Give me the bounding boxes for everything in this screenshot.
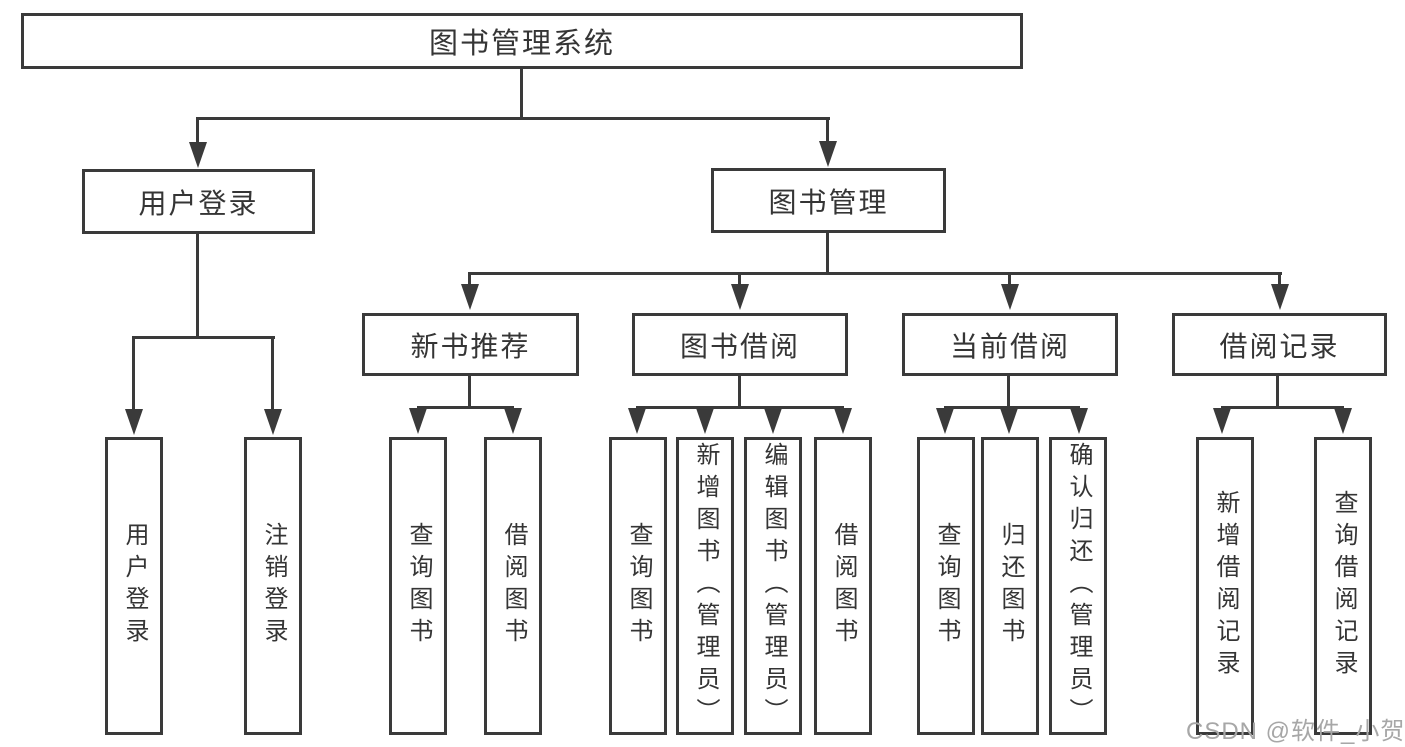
watermark: CSDN @软件_小贺同学 bbox=[1186, 718, 1405, 745]
connector-line bbox=[469, 272, 1282, 275]
connector-line bbox=[636, 406, 844, 409]
node-label: 查询借阅记录 bbox=[1330, 490, 1357, 682]
leaf-return-book: 归还图书 bbox=[981, 437, 1039, 735]
leaf-query-book-2: 查询图书 bbox=[609, 437, 667, 735]
leaf-logout: 注销登录 bbox=[244, 437, 302, 735]
node-label: 用户登录 bbox=[121, 522, 148, 650]
node-label: 图书借阅 bbox=[679, 330, 800, 362]
connector-line bbox=[132, 336, 135, 410]
node-label: 查询图书 bbox=[405, 522, 432, 650]
connector-line bbox=[738, 375, 741, 408]
connector-line bbox=[1278, 272, 1281, 286]
node-label: 借阅图书 bbox=[830, 522, 857, 650]
arrow-down-icon bbox=[409, 408, 427, 434]
node-label: 图书管理 bbox=[768, 186, 889, 218]
node-label: 新增借阅记录 bbox=[1212, 490, 1239, 682]
node-label: 借阅图书 bbox=[500, 522, 527, 650]
connector-line bbox=[196, 117, 199, 144]
connector-line bbox=[468, 375, 471, 408]
node-label: 新书推荐 bbox=[410, 330, 531, 362]
connector-line bbox=[944, 406, 1080, 409]
connector-line bbox=[417, 406, 514, 409]
arrow-down-icon bbox=[819, 141, 837, 167]
leaf-add-book-admin: 新增图书（管理员） bbox=[676, 437, 734, 735]
connector-line bbox=[1007, 375, 1010, 408]
node-borrow-records: 借阅记录 bbox=[1172, 313, 1387, 376]
connector-line bbox=[738, 272, 741, 286]
node-current-borrow: 当前借阅 bbox=[902, 313, 1118, 376]
arrow-down-icon bbox=[125, 409, 143, 435]
arrow-down-icon bbox=[189, 142, 207, 168]
leaf-query-book-1: 查询图书 bbox=[389, 437, 447, 735]
connector-line bbox=[468, 272, 471, 286]
node-label: 图书管理系统 bbox=[428, 28, 615, 60]
arrow-down-icon bbox=[1334, 408, 1352, 434]
leaf-user-login: 用户登录 bbox=[105, 437, 163, 735]
node-label: 注销登录 bbox=[260, 522, 287, 650]
leaf-borrow-book-1: 借阅图书 bbox=[484, 437, 542, 735]
node-label: 查询图书 bbox=[625, 522, 652, 650]
connector-line bbox=[133, 336, 275, 339]
node-label: 查询图书 bbox=[933, 522, 960, 650]
node-label: 用户登录 bbox=[138, 187, 259, 219]
arrow-down-icon bbox=[1000, 408, 1018, 434]
node-label: 归还图书 bbox=[997, 522, 1024, 650]
arrow-down-icon bbox=[1213, 408, 1231, 434]
leaf-add-borrow-record: 新增借阅记录 bbox=[1196, 437, 1254, 735]
connector-line bbox=[826, 232, 829, 275]
arrow-down-icon bbox=[628, 408, 646, 434]
arrow-down-icon bbox=[731, 284, 749, 310]
connector-line bbox=[1221, 406, 1344, 409]
node-label: 编辑图书（管理员） bbox=[760, 442, 787, 730]
node-label: 确认归还（管理员） bbox=[1065, 442, 1092, 730]
node-label: 当前借阅 bbox=[949, 330, 1070, 362]
node-label: 新增图书（管理员） bbox=[692, 442, 719, 730]
arrow-down-icon bbox=[764, 408, 782, 434]
connector-line bbox=[826, 117, 829, 143]
connector-line bbox=[1008, 272, 1011, 286]
leaf-borrow-book-2: 借阅图书 bbox=[814, 437, 872, 735]
connector-line bbox=[197, 117, 830, 120]
connector-line bbox=[271, 336, 274, 410]
node-book-borrow: 图书借阅 bbox=[632, 313, 848, 376]
arrow-down-icon bbox=[461, 284, 479, 310]
arrow-down-icon bbox=[834, 408, 852, 434]
node-library-system: 图书管理系统 bbox=[21, 13, 1023, 69]
connector-line bbox=[520, 68, 523, 119]
node-user-login: 用户登录 bbox=[82, 169, 315, 234]
connector-line bbox=[196, 233, 199, 339]
arrow-down-icon bbox=[1271, 284, 1289, 310]
arrow-down-icon bbox=[936, 408, 954, 434]
arrow-down-icon bbox=[1070, 408, 1088, 434]
node-book-management: 图书管理 bbox=[711, 168, 946, 233]
arrow-down-icon bbox=[264, 409, 282, 435]
leaf-confirm-return-admin: 确认归还（管理员） bbox=[1049, 437, 1107, 735]
node-new-book-recommend: 新书推荐 bbox=[362, 313, 579, 376]
connector-line bbox=[1276, 375, 1279, 408]
leaf-query-borrow-record: 查询借阅记录 bbox=[1314, 437, 1372, 735]
node-label: 借阅记录 bbox=[1219, 330, 1340, 362]
arrow-down-icon bbox=[1001, 284, 1019, 310]
leaf-edit-book-admin: 编辑图书（管理员） bbox=[744, 437, 802, 735]
arrow-down-icon bbox=[504, 408, 522, 434]
leaf-query-book-3: 查询图书 bbox=[917, 437, 975, 735]
arrow-down-icon bbox=[696, 408, 714, 434]
